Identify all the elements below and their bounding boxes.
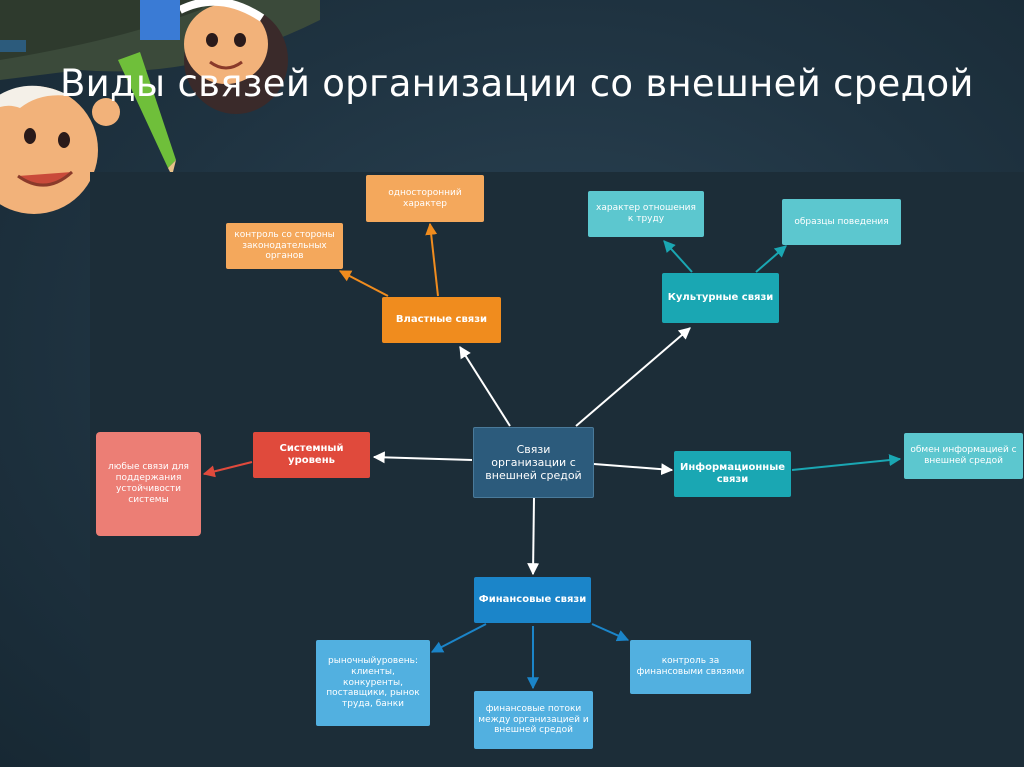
- cultural-node: Культурные связи: [662, 273, 779, 323]
- info-node: Информационные связи: [674, 451, 791, 497]
- finance-node: Финансовые связи: [474, 577, 591, 623]
- arrow-system-stability: [202, 461, 253, 478]
- arrow-center-system: [372, 451, 473, 464]
- power-node: Властные связи: [382, 297, 501, 343]
- system-node: Системный уровень: [253, 432, 370, 478]
- arrow-cultural-behaviour: [755, 245, 787, 273]
- arrow-center-power: [459, 345, 511, 427]
- finance-child-control: контроль за финансовыми связями: [630, 640, 751, 694]
- cultural-child-labour: характер отношения к труду: [588, 191, 704, 237]
- power-child-oneway: односторонний характер: [366, 175, 484, 222]
- arrow-finance-market: [430, 623, 487, 653]
- system-child-stability: любые связи для поддержания устойчивости…: [96, 432, 201, 536]
- power-child-control: контроль со стороны законодательных орга…: [226, 223, 343, 269]
- finance-child-market: рыночныйуровень: клиенты, конкуренты, по…: [316, 640, 430, 726]
- arrow-center-info: [593, 463, 674, 476]
- info-child-exchange: обмен информацией с внешней средой: [904, 433, 1023, 479]
- arrow-power-oneway: [425, 222, 439, 297]
- arrow-center-cultural: [575, 327, 691, 427]
- arrow-power-control: [338, 270, 389, 297]
- cultural-child-behaviour: образцы поведения: [782, 199, 901, 245]
- finance-child-flows: финансовые потоки между организацией и в…: [474, 691, 593, 749]
- arrow-finance-control: [591, 623, 630, 642]
- arrow-cultural-labour: [663, 240, 693, 273]
- arrow-info-exchange: [791, 454, 902, 471]
- center-node: Связи организации с внешней средой: [473, 427, 594, 498]
- cartoon-kids-illustration: [0, 0, 320, 214]
- page-title: Виды связей организации со внешней средо…: [60, 62, 974, 105]
- arrow-center-finance: [527, 497, 540, 576]
